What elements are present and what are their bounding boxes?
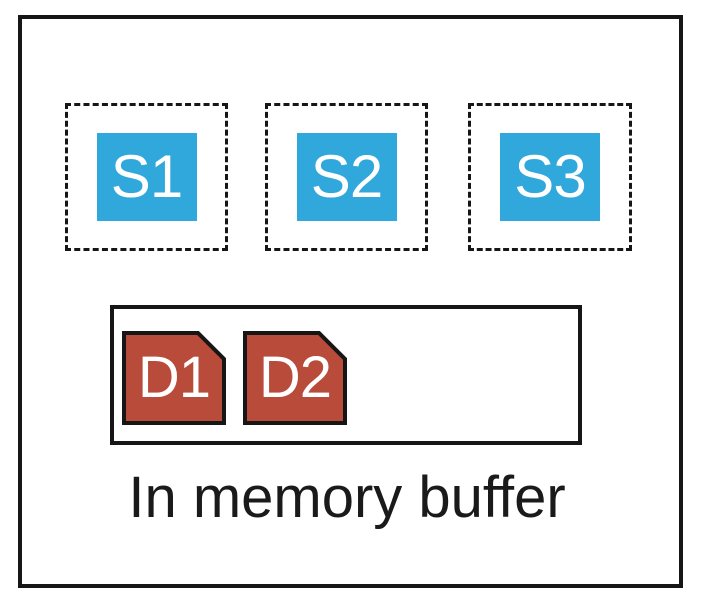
source-label-s2: S2 [310, 143, 383, 210]
buffer-caption: In memory buffer [128, 465, 566, 530]
source-slot-3: S3 [468, 103, 632, 251]
source-node-s1: S1 [96, 133, 197, 221]
snipped-corner-document-icon [243, 331, 347, 425]
document-shape-d1: D1 [122, 331, 226, 425]
document-shape-d2: D2 [243, 331, 347, 425]
source-node-s3: S3 [500, 133, 600, 221]
snipped-corner-document-icon [122, 331, 226, 425]
source-slot-1: S1 [65, 103, 228, 251]
system-boundary-box [18, 15, 683, 588]
source-slot-2: S2 [265, 103, 428, 251]
document-label-d2: D2 [258, 345, 332, 410]
document-label-d1: D1 [137, 345, 211, 410]
source-label-s1: S1 [110, 143, 183, 210]
source-label-s3: S3 [514, 143, 586, 210]
source-node-s2: S2 [296, 133, 397, 221]
